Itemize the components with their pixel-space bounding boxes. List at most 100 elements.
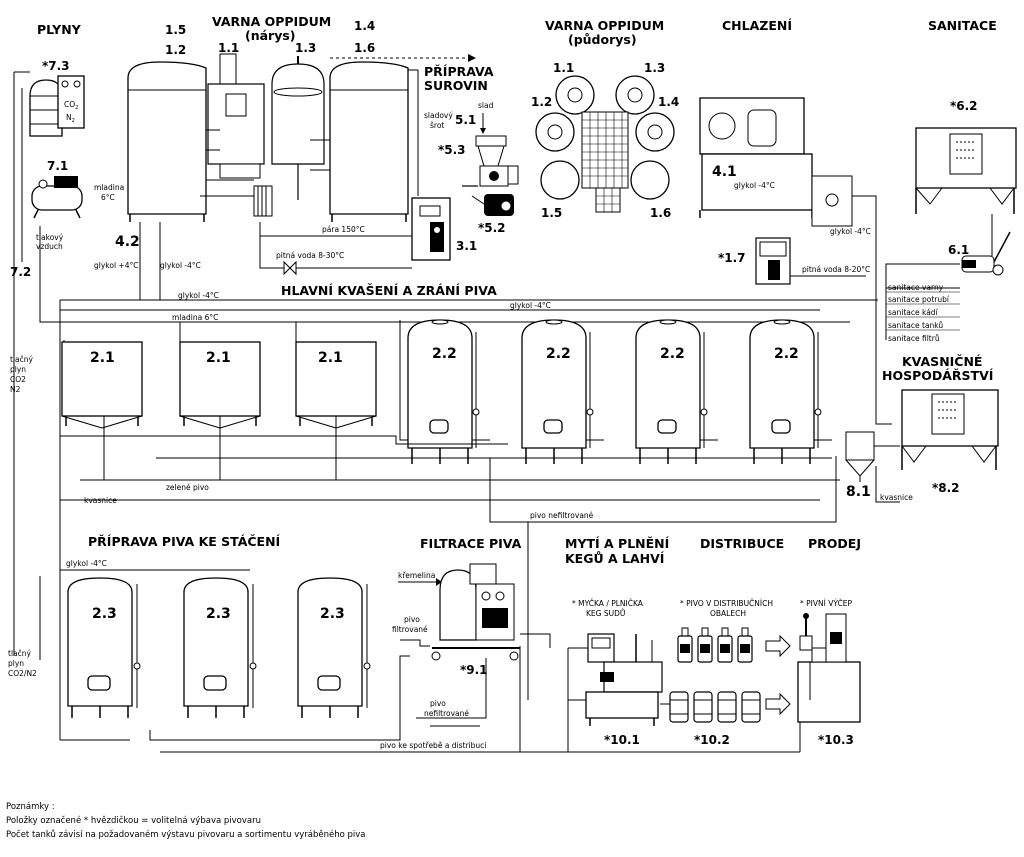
label-kremelina: křemelina (398, 571, 435, 580)
bottles (677, 627, 753, 663)
label-7-2: 7.2 (10, 265, 31, 279)
label-5-3: *5.3 (438, 143, 466, 157)
label-5-1: 5.1 (455, 113, 476, 127)
notes-line-2: Počet tanků závisí na požadovaném výstav… (6, 830, 366, 840)
label-1-2-narys: 1.2 (165, 43, 186, 57)
label-glykol-stoceni: glykol -4°C (66, 559, 107, 568)
label-zelene-pivo: zelené pivo (166, 483, 209, 492)
label-slad: slad (478, 101, 494, 110)
label-2-2-a: 2.2 (432, 346, 457, 362)
label-glykol-chlazeni: glykol -4°C (734, 181, 775, 190)
label-kvasnice-a: kvasnice (84, 496, 117, 505)
keg-washer-filler (585, 633, 663, 726)
label-1-2-pudorys: 1.2 (531, 95, 552, 109)
cip-pump (961, 231, 1011, 276)
label-1-7: *1.7 (718, 251, 746, 265)
label-glykol-fermentace-2: glykol -4°C (510, 301, 551, 310)
label-8-1: 8.1 (846, 484, 871, 500)
header-chlazeni: CHLAZENÍ (722, 18, 792, 33)
label-co2-sign: CO2 (64, 100, 78, 111)
steam-generator (411, 197, 451, 261)
label-vycep: * PIVNÍ VÝČEP (800, 599, 852, 608)
label-1-5-pudorys: 1.5 (541, 206, 562, 220)
label-2-2-c: 2.2 (660, 346, 685, 362)
label-2-3-b: 2.3 (206, 606, 231, 622)
header-myti: MYTÍ A PLNĚNÍ (565, 536, 670, 551)
label-mladina-varna: mladina (94, 183, 124, 192)
label-sanitace-tanku: sanitace tanků (888, 321, 943, 330)
beer-tap (797, 613, 861, 723)
label-2-2-d: 2.2 (774, 346, 799, 362)
label-tlacny-plyn-2: plyn (10, 365, 26, 374)
header-plyny: PLYNY (37, 22, 82, 37)
label-2-1-a: 2.1 (90, 350, 115, 366)
label-1-1-narys: 1.1 (218, 41, 239, 55)
label-pivo-spotreba: pivo ke spotřebě a distribuci (380, 741, 486, 750)
label-2-1-c: 2.1 (318, 350, 343, 366)
yeast-station-8-2 (901, 389, 999, 470)
label-kvasnice-b: kvasnice (880, 493, 913, 502)
label-10-3: *10.3 (818, 733, 854, 747)
label-obaly: * PIVO V DISTRIBUČNÍCH (680, 599, 773, 608)
malt-mill (462, 135, 519, 216)
label-1-3-pudorys: 1.3 (644, 61, 665, 75)
filter-unit (431, 563, 551, 661)
label-tlakovy-vzduch-2: vzduch (36, 242, 63, 251)
label-2-3-c: 2.3 (320, 606, 345, 622)
label-5-2: *5.2 (478, 221, 506, 235)
arrow-to-sales-2 (765, 693, 791, 715)
label-mycka-2: KEG SUDŮ (586, 609, 625, 618)
label-1-1-pudorys: 1.1 (553, 61, 574, 75)
label-pivo-nefiltrovane-a: pivo nefiltrované (530, 511, 594, 520)
label-1-4-pudorys: 1.4 (658, 95, 679, 109)
header-priprava-stoceni: PŘÍPRAVA PIVA KE STÁČENÍ (88, 534, 281, 549)
label-glykol-plus4: glykol +4°C (94, 261, 138, 270)
label-pitna-voda-2: pitná voda 8-20°C (802, 265, 870, 274)
label-sanitace-potrubi: sanitace potrubí (888, 295, 950, 304)
label-2-2-b: 2.2 (546, 346, 571, 362)
label-6-2: *6.2 (950, 99, 978, 113)
arrow-to-sales-1 (765, 635, 791, 657)
yeast-vessel-8-1 (845, 431, 875, 482)
label-tlacny-plyn-4: N2 (10, 385, 21, 394)
label-7-1: 7.1 (47, 159, 68, 173)
label-mladina-varna-2: 6°C (101, 193, 115, 202)
label-tlacny-plyn-3: CO2 (10, 375, 26, 384)
label-pivo-nefiltrovane-b-2: nefiltrované (424, 709, 469, 718)
header-hlavni-kvaseni: HLAVNÍ KVAŠENÍ A ZRÁNÍ PIVA (281, 283, 497, 298)
label-9-1: *9.1 (460, 663, 488, 677)
label-2-1-b: 2.1 (206, 350, 231, 366)
label-pitna-voda-1: pitná voda 8-30°C (276, 251, 344, 260)
label-tlakovy-vzduch: tlakový (36, 233, 64, 242)
header-kvasnicne: KVASNIČNÉ (902, 354, 982, 369)
header-kvasnicne-sub: HOSPODÁŘSTVÍ (882, 368, 994, 383)
kegs (669, 691, 761, 723)
label-sladovy-srot-2: šrot (430, 121, 444, 130)
label-4-1: 4.1 (712, 164, 737, 180)
water-unit (755, 237, 791, 285)
header-myti-sub: KEGŮ A LAHVÍ (565, 551, 665, 566)
label-tlacny-plyn-b-3: CO2/N2 (8, 669, 37, 678)
label-glykol-m4-varna: glykol -4°C (160, 261, 201, 270)
label-1-3-narys: 1.3 (295, 41, 316, 55)
label-para: pára 150°C (322, 225, 365, 234)
label-mladina-6: mladina 6°C (172, 313, 218, 322)
label-10-2: *10.2 (694, 733, 730, 747)
header-varna-pudorys: VARNA OPPIDUM (545, 18, 664, 33)
label-sanitace-varny: sanitace varny (888, 283, 944, 292)
label-pivo-nefiltrovane-b: pivo (430, 699, 446, 708)
label-8-2: *8.2 (932, 481, 960, 495)
label-n2-sign: N2 (66, 113, 75, 124)
air-compressor (31, 176, 83, 219)
label-6-1: 6.1 (948, 243, 969, 257)
header-priprava-surovin: PŘÍPRAVA (424, 64, 494, 79)
label-sladovy-srot: sladový (424, 111, 453, 120)
cip-station (915, 127, 1017, 214)
label-glykol-fermentace-1: glykol -4°C (178, 291, 219, 300)
label-tlacny-plyn: tlačný (10, 355, 33, 364)
header-varna-narys: VARNA OPPIDUM (212, 14, 331, 29)
label-3-1: 3.1 (456, 239, 477, 253)
header-distribuce: DISTRIBUCE (700, 536, 784, 551)
brewhouse-front-view (127, 53, 409, 222)
